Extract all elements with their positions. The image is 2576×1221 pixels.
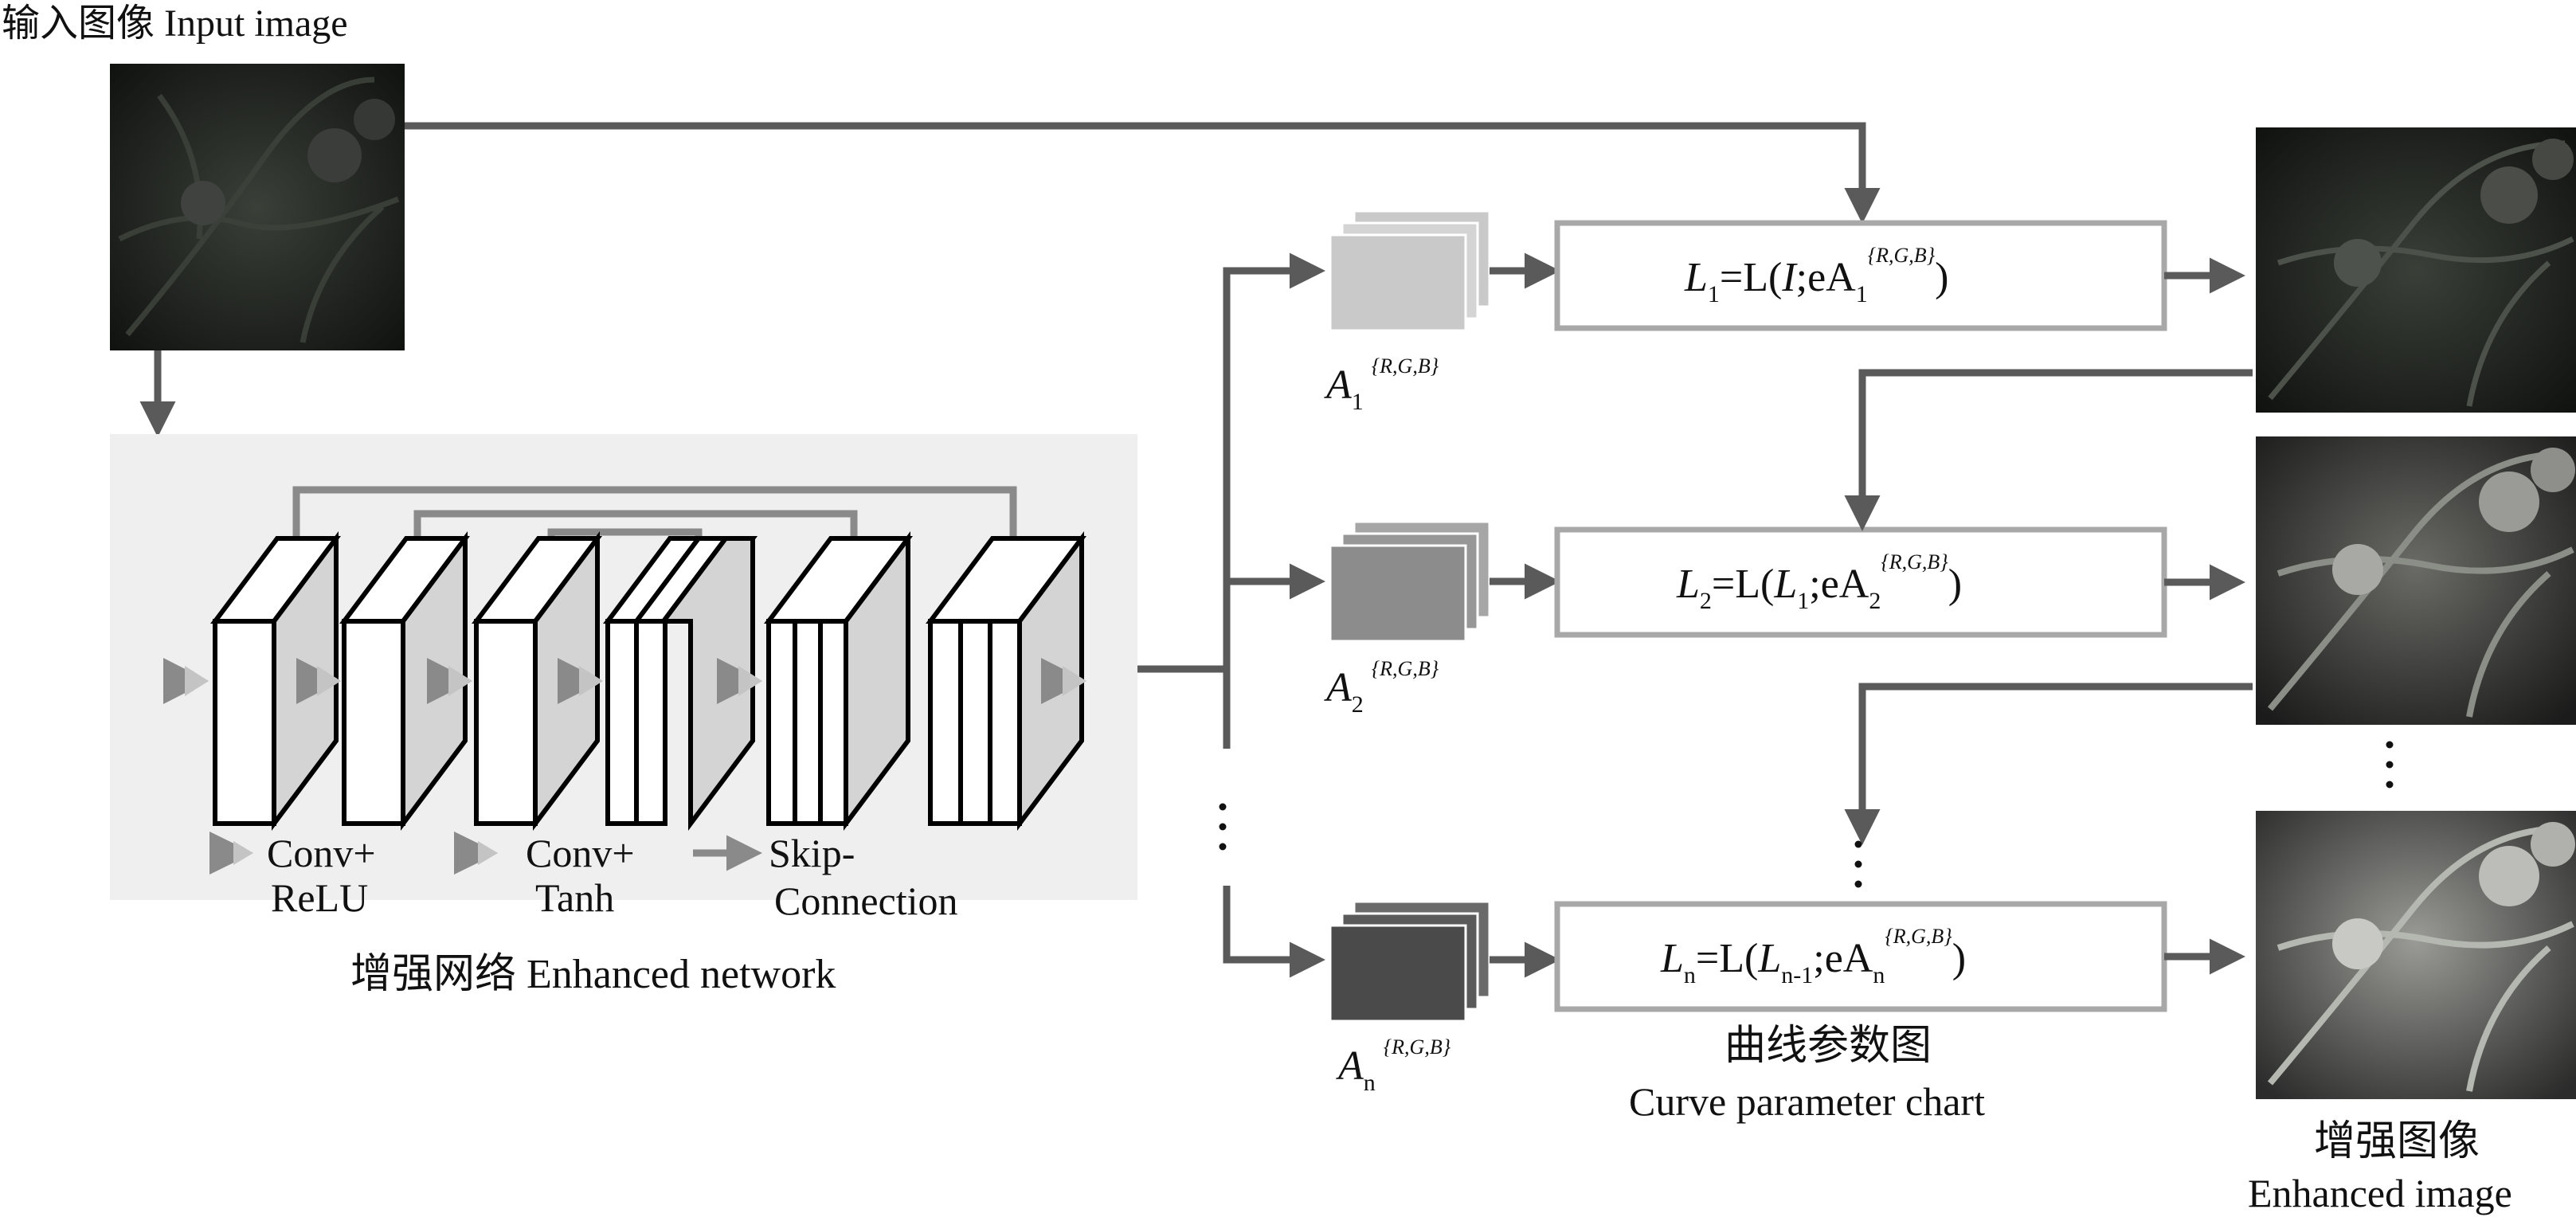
map-1-label: A1{R,G,B} [1324,354,1439,415]
equation-to-output-arrows [2164,257,2245,975]
output-caption-en: Enhanced image [2248,1171,2512,1215]
curve-map-2 [1329,520,1491,643]
curve-map-n [1329,900,1491,1023]
conv-layer-4 [603,536,758,831]
curve-caption-en: Curve parameter chart [1629,1079,1985,1124]
map-to-equation-arrows [1490,252,1560,978]
legend-relu-line1: Conv+ [267,831,376,875]
map-n-label: An{R,G,B} [1336,1035,1451,1096]
curve-map-1 [1329,209,1491,332]
equation-2: L2=L(L1;eA2{R,G,B}) [1676,550,1962,614]
vertical-ellipsis-right [2386,741,2394,789]
arrow-input-to-l1 [405,122,1881,224]
output-image-1 [2256,127,2576,413]
map-2-label: A2{R,G,B} [1324,657,1439,718]
legend-tanh-line2: Tanh [535,875,614,920]
equation-n: Ln=L(Ln-1;eAn{R,G,B}) [1660,925,1966,988]
legend-relu-icon [209,832,253,875]
equation-box-1 [1554,220,2167,331]
vertical-ellipsis-left [1219,803,1227,851]
vertical-ellipsis-mid [1854,840,1862,888]
legend-tanh-icon [454,832,498,875]
conv-layer-5 [764,531,913,831]
flow-markers [163,658,1086,704]
input-image [110,64,405,350]
distribution-arrows [1137,252,1325,978]
legend-skip-line2: Connection [774,879,958,923]
input-label: 输入图像 Input image [2,2,348,45]
curve-caption-zh: 曲线参数图 [1725,1023,1932,1069]
feedback-arrows [1844,369,2253,845]
conv-layer-1 [210,531,341,831]
legend: Conv+ ReLU Conv+ Tanh Skip- Connection [209,831,958,923]
legend-skip-line1: Skip- [769,831,855,875]
output-caption-zh: 增强图像 [2314,1119,2480,1164]
output-image-2 [2256,436,2576,725]
network-caption: 增强网络 Enhanced network [350,952,836,997]
legend-tanh-line1: Conv+ [526,831,635,875]
equation-box-2 [1554,526,2167,638]
equation-1: L1=L(I;eA1{R,G,B}) [1684,244,1948,307]
legend-relu-line2: ReLU [271,875,368,920]
output-image-n [2256,811,2576,1099]
